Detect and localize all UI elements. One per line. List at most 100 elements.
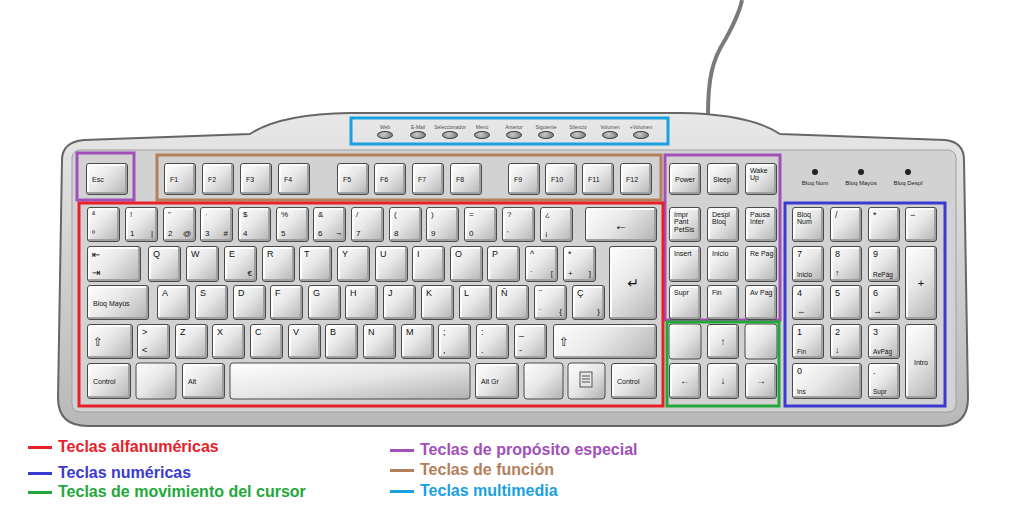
key-cap: X <box>212 324 245 359</box>
key-legend: = <box>469 211 474 219</box>
key-legend: N <box>368 328 375 337</box>
key-legend: € <box>248 270 252 278</box>
key-cap: B <box>325 324 358 359</box>
key-legend: Inicio <box>797 272 812 279</box>
key-legend: I <box>417 250 420 259</box>
key-cap: E€ <box>224 246 257 282</box>
key-cap: / <box>830 207 862 242</box>
media-button: Menú <box>474 131 490 139</box>
key-legend: _ <box>519 328 524 337</box>
key-cap: .Supr <box>868 363 900 399</box>
key-cap: Impr Pant PetSis <box>669 207 701 242</box>
key-cap: Z <box>175 324 208 359</box>
key-legend: : <box>481 328 484 337</box>
key-cap: R <box>262 246 295 282</box>
key-cap: O <box>450 246 483 282</box>
key-cap: * <box>868 207 900 242</box>
key-legend: F5 <box>343 176 351 183</box>
key-legend: 9 <box>873 250 878 259</box>
key-legend: / <box>835 211 838 220</box>
key-cap: T <box>299 246 332 282</box>
key-legend: Alt <box>188 378 196 385</box>
blank-key <box>524 363 563 399</box>
key-cap: *+] <box>563 246 596 282</box>
key-cap: Ç} <box>572 285 605 320</box>
button-label: Volumen <box>600 125 619 130</box>
key-cap: A <box>157 285 190 320</box>
key-cap: 7Inicio <box>792 246 824 282</box>
key-cap: W <box>186 246 219 282</box>
key-legend: O <box>455 250 462 259</box>
legend-swatch <box>390 490 414 493</box>
key-legend: − <box>910 211 915 220</box>
key-legend: Sleep <box>713 176 731 183</box>
key-legend: M <box>406 328 414 337</box>
key-legend: Control <box>93 378 116 385</box>
menu-icon <box>580 372 592 387</box>
key-legend: C <box>255 328 262 337</box>
indicator-label: Bloq Mayús <box>845 180 876 186</box>
legend-text: Teclas de función <box>420 461 554 479</box>
media-button: Anterior <box>506 131 522 139</box>
key-deck <box>72 150 956 412</box>
key-legend: Y <box>342 250 348 259</box>
key-cap: 4← <box>792 285 824 320</box>
legend-entry: Teclas alfanuméricas <box>28 438 219 456</box>
key-legend: ] <box>589 270 591 278</box>
key-cap: S <box>195 285 228 320</box>
key-legend: ? <box>507 211 511 219</box>
menu-key <box>568 363 605 399</box>
key-cap: F9 <box>508 163 540 195</box>
media-button: Web <box>377 131 393 139</box>
key-cap: Bloq Mayús <box>87 285 149 320</box>
key-legend: Ins <box>797 389 806 396</box>
legend-entry: Teclas multimedia <box>390 482 558 500</box>
key-legend: F4 <box>284 176 292 183</box>
key-legend: Bloq Mayús <box>93 299 130 306</box>
key-legend: RePág <box>873 272 893 279</box>
key-legend: Fin <box>712 289 737 296</box>
key-cap: )9 <box>426 207 459 242</box>
key-legend: # <box>224 230 228 238</box>
keyboard-cable <box>708 0 742 114</box>
button-label: E-Mail <box>411 125 425 130</box>
key-legend: , <box>443 346 446 355</box>
blank-key <box>136 363 176 399</box>
key-cap: "2@ <box>163 207 196 242</box>
key-cap: Fin <box>707 285 739 320</box>
key-legend: Av Pag <box>750 289 775 296</box>
key-legend: º <box>92 230 95 238</box>
key-cap: ¨´{ <box>534 285 567 320</box>
key-legend: ª <box>92 211 95 219</box>
key-cap: Sleep <box>707 163 739 195</box>
key-cap: Insert <box>669 246 701 282</box>
key-cap: ← <box>669 363 701 399</box>
key-legend: T <box>304 250 310 259</box>
key-cap: F8 <box>450 163 482 195</box>
key-legend: 6 <box>873 289 878 298</box>
key-cap: 9RePág <box>868 246 900 282</box>
media-button: Silencio <box>570 131 586 139</box>
key-legend: F7 <box>418 176 426 183</box>
key-legend: ! <box>130 211 132 219</box>
key-cap: /7 <box>351 207 384 242</box>
key-legend: ⇥ <box>92 268 100 278</box>
key-cap: 2↓ <box>830 324 862 359</box>
key-cap: 0Ins <box>792 363 862 399</box>
key-legend: → <box>873 307 882 316</box>
key-cap: L <box>459 285 492 320</box>
key-legend: Pausa Inter <box>750 211 775 226</box>
key-legend: ¬ <box>336 230 341 238</box>
key-legend: ↑ <box>721 337 726 347</box>
key-legend: → <box>756 376 766 386</box>
key-legend: > <box>142 328 147 337</box>
legend-swatch <box>390 449 414 452</box>
key-cap: F3 <box>240 163 272 195</box>
key-cap: 8↑ <box>830 246 862 282</box>
key-cap: ⇤⇥ <box>87 246 141 282</box>
button-label: Siguiente <box>536 125 557 130</box>
key-legend: Ñ <box>501 289 508 298</box>
blank-key <box>745 324 777 359</box>
key-cap: &6¬ <box>313 207 346 242</box>
key-legend: Control <box>617 378 640 385</box>
